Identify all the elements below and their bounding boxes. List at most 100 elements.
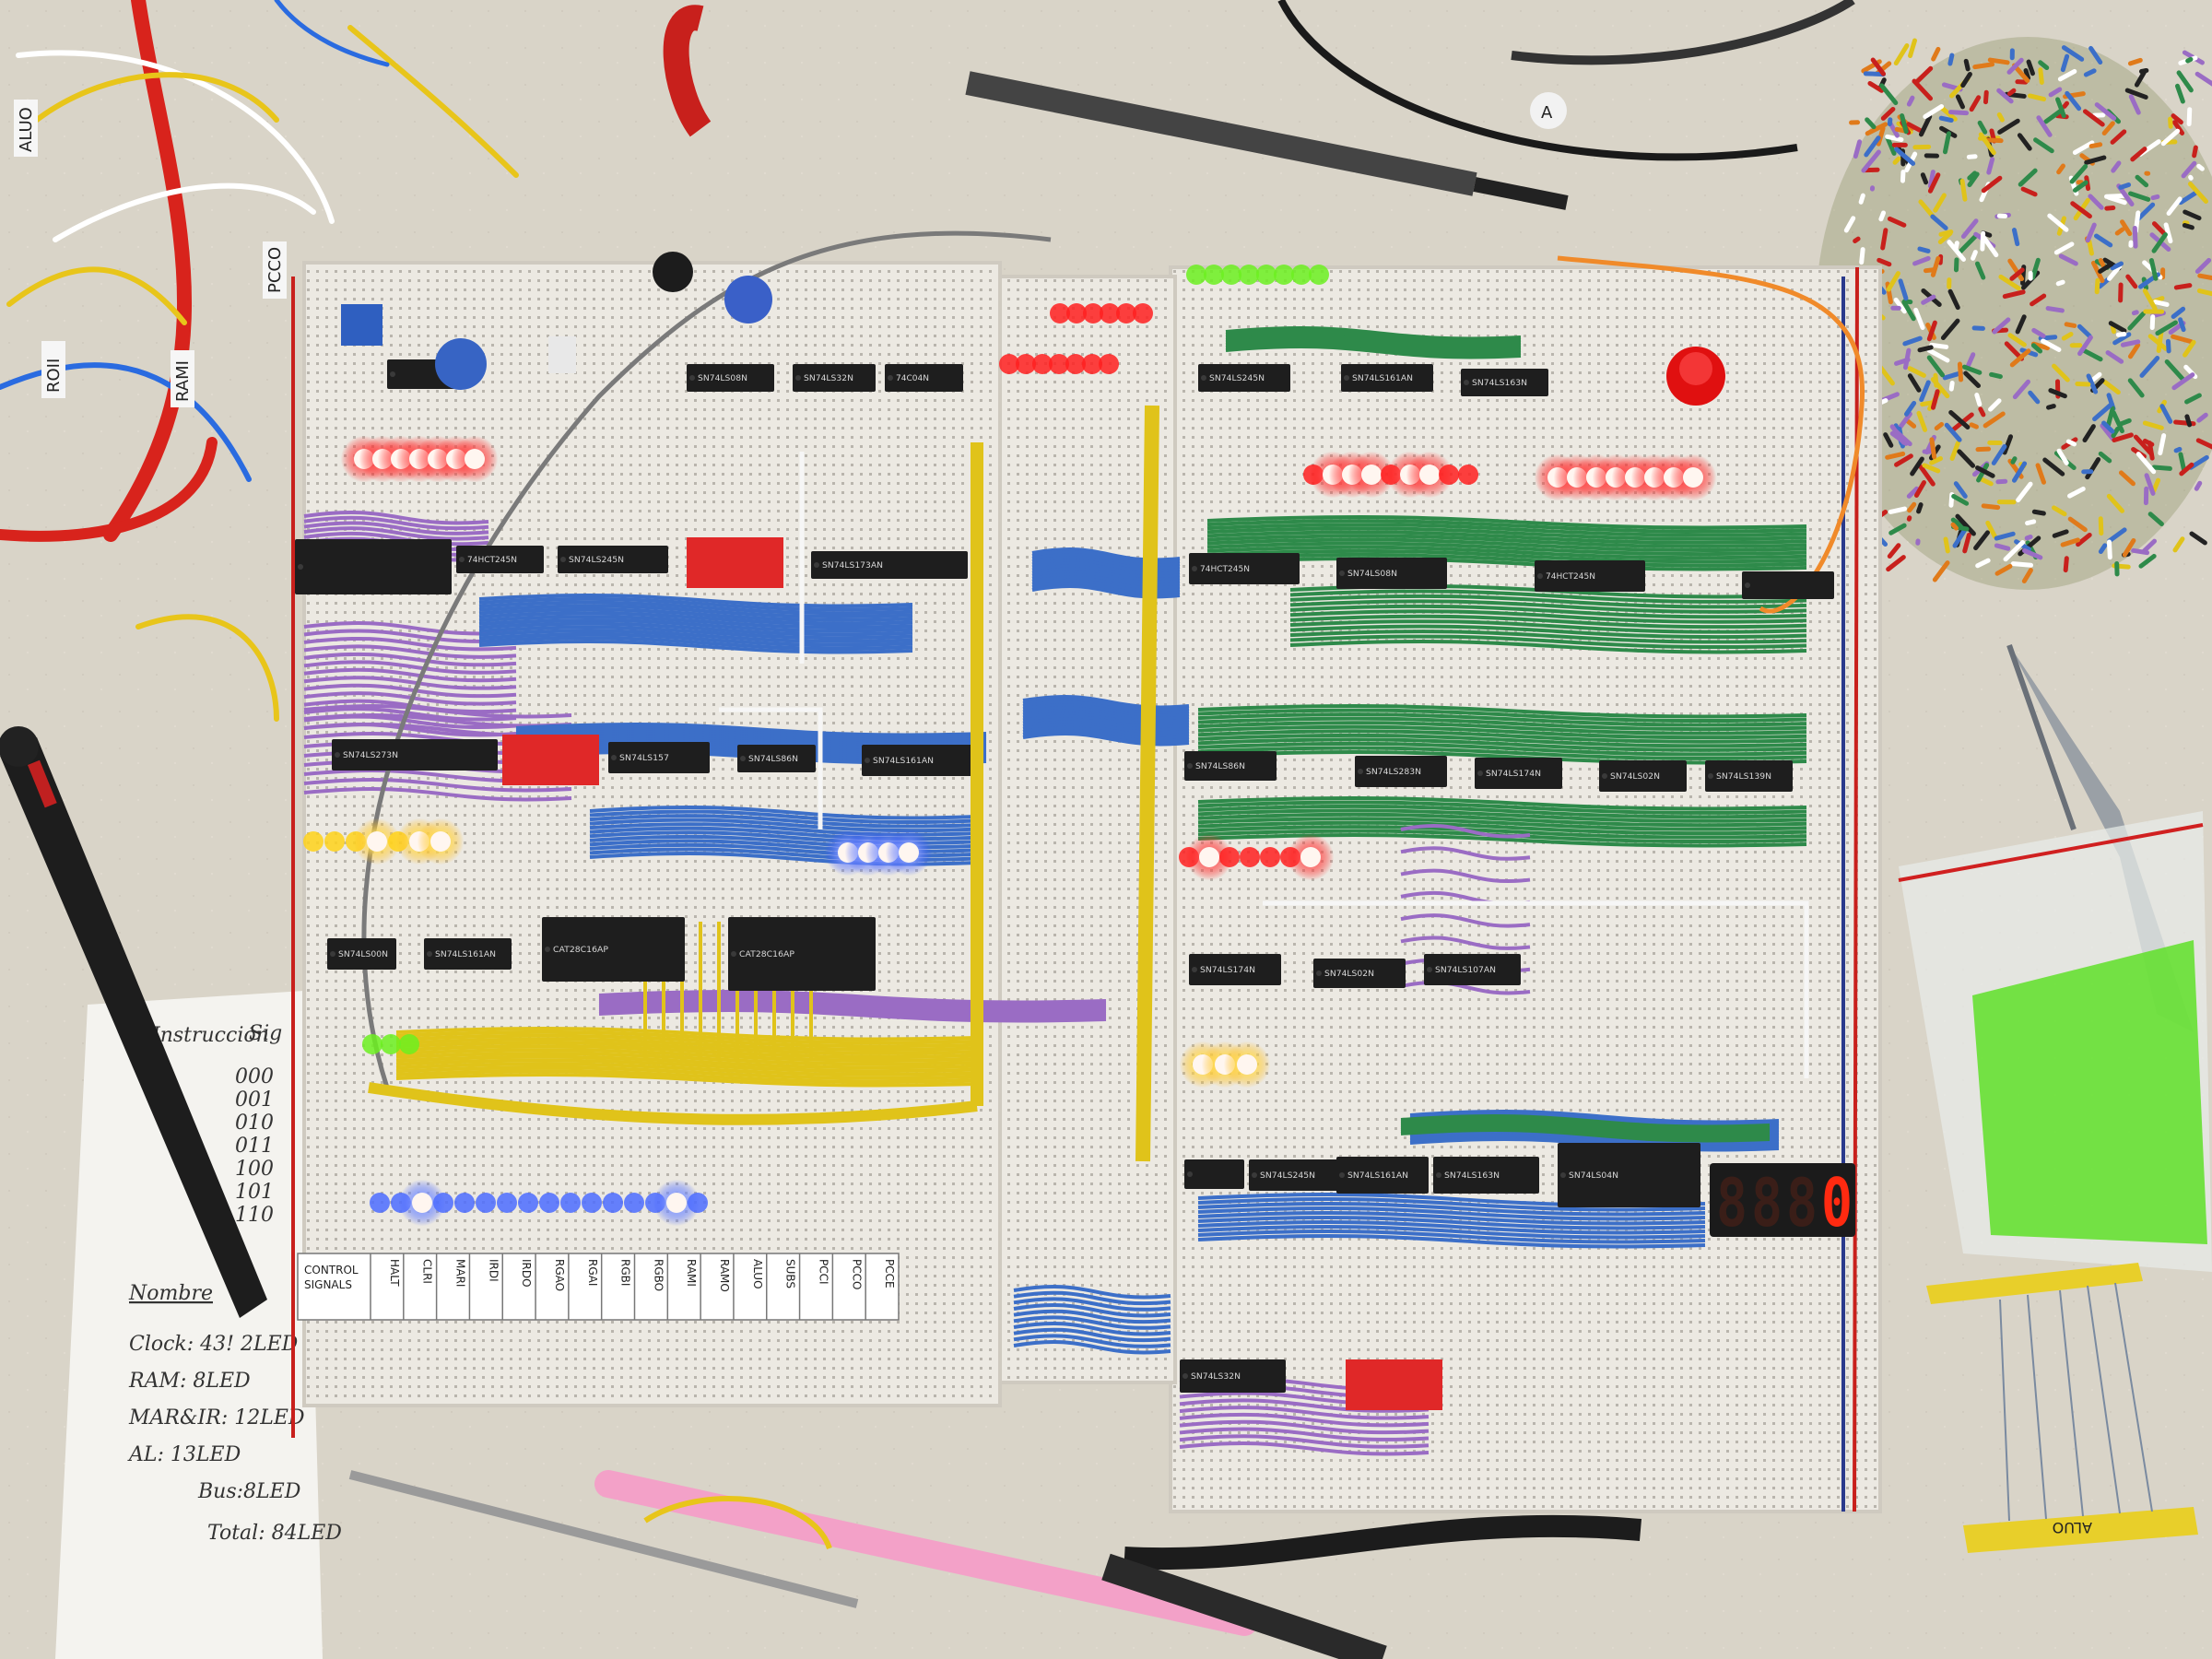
scrap-wire: [1971, 250, 1978, 261]
dip-chip: [542, 917, 685, 982]
scrap-wire: [1982, 235, 1999, 258]
jumper-wire: [719, 707, 823, 830]
led: [1221, 265, 1241, 285]
scrap-wire: [2173, 446, 2183, 453]
scrap-wire: [2082, 109, 2105, 127]
scrap-wire: [2041, 338, 2062, 352]
scrap-wire: [2098, 451, 2112, 464]
jumper-wire: [395, 1048, 978, 1063]
jumper-wire: [1197, 1234, 1706, 1249]
jumper-wire: [478, 600, 913, 616]
jumper-wire: [598, 1000, 1107, 1015]
jumper-wire: [1179, 1412, 1430, 1428]
scrap-wire: [1906, 486, 1920, 499]
scrap-wire: [2158, 433, 2167, 456]
scrap-wire: [2002, 289, 2026, 300]
scrap-wire: [2016, 481, 2033, 503]
scrap-wire: [1893, 43, 1910, 66]
chip-label: 74HCT245N: [1200, 565, 1250, 574]
jumper-wire: [303, 787, 572, 802]
jumper-wire: [1206, 534, 1807, 548]
scrap-wire: [1931, 46, 1941, 62]
scrap-wire: [2009, 267, 2025, 281]
scrap-wire: [2030, 343, 2043, 354]
control-signal-label: RGAO: [553, 1259, 566, 1291]
scrap-wire: [1922, 463, 1941, 474]
jumper-wire: [1022, 703, 1190, 718]
scrap-wire: [2183, 209, 2202, 221]
scrap-wire: [2131, 310, 2139, 316]
scrap-wire: [2127, 311, 2146, 331]
jumper-wire: [303, 637, 517, 652]
jumper-wire: [1197, 825, 1807, 840]
push-button: [1666, 347, 1725, 406]
dip-chip: [1180, 1359, 1286, 1393]
scrap-wire: [2048, 388, 2067, 399]
note-code: 011: [235, 1135, 274, 1158]
control-signal-label: RGBI: [619, 1259, 632, 1286]
scrap-wire: [1910, 456, 1924, 477]
scrap-wire: [2120, 219, 2133, 237]
jumper-wire: [1197, 750, 1807, 765]
jumper-wire: [1022, 714, 1190, 730]
led: [688, 1193, 708, 1213]
jumper-wire: [1225, 331, 1522, 347]
control-signal-label: IRDO: [520, 1259, 533, 1288]
led: [1239, 265, 1259, 285]
scrap-wire: [2027, 93, 2047, 102]
led: [454, 1193, 475, 1213]
scrap-wire: [2031, 509, 2046, 516]
led: [1683, 467, 1703, 488]
dip-chip: [295, 539, 452, 594]
scrap-wire: [2002, 434, 2014, 455]
scrap-wire: [2086, 373, 2099, 394]
jumper-wire: [303, 713, 572, 728]
jumper-wire: [1013, 1322, 1171, 1336]
scrap-wire: [2173, 283, 2193, 290]
jumper-wire: [1197, 817, 1807, 831]
scrap-wire: [2097, 276, 2111, 289]
note-code: 010: [235, 1112, 274, 1135]
jumper-wire: [303, 531, 489, 547]
scrap-wire: [2012, 379, 2030, 400]
scrap-wire: [2195, 438, 2212, 450]
scrap-wire: [2060, 537, 2081, 547]
scrap-wire: [2124, 88, 2148, 100]
probe-tag: A: [1541, 103, 1553, 123]
scrap-wire: [1981, 175, 2003, 194]
scrap-wire: [1957, 449, 1976, 468]
scrap-wire: [1986, 157, 1995, 175]
led: [666, 1193, 687, 1213]
svg-text:PCCO: PCCO: [265, 247, 285, 293]
scrap-wire: [2038, 60, 2050, 70]
scrap-wire: [1859, 247, 1865, 265]
jumper-wire: [598, 1006, 1107, 1021]
dip-chip: [608, 742, 710, 773]
chip-label: 74C04N: [896, 374, 929, 383]
jumper-wire: [1409, 1134, 1780, 1149]
scrap-wire: [2072, 140, 2095, 155]
jumper-wire: [1225, 326, 1522, 341]
scrap-wire: [1917, 345, 1934, 353]
scrap-wire: [2088, 45, 2103, 65]
jumper-wire: [1197, 812, 1807, 828]
scrap-wire: [1994, 543, 2011, 551]
jumper-wire: [1022, 700, 1190, 715]
scrap-wire: [2111, 410, 2124, 434]
scrap-wire: [2035, 463, 2046, 485]
chip-label: SN74LS107AN: [1435, 966, 1496, 975]
scrap-wire: [2006, 88, 2017, 97]
jumper-wire: [478, 625, 913, 641]
led: [624, 1193, 644, 1213]
scrap-wire: [1894, 147, 1916, 166]
scrap-wire: [2171, 334, 2194, 345]
scrap-wire: [1907, 366, 1926, 378]
scrap-wire: [1888, 506, 1908, 514]
scrap-wire: [2100, 423, 2115, 441]
scrap-wire: [2094, 102, 2117, 121]
dip-chip: [1475, 758, 1562, 789]
scrap-wire: [2118, 182, 2132, 190]
jumper-wire: [1197, 1220, 1706, 1235]
scrap-wire: [1996, 112, 2005, 123]
scrap-wire: [2011, 228, 2020, 247]
